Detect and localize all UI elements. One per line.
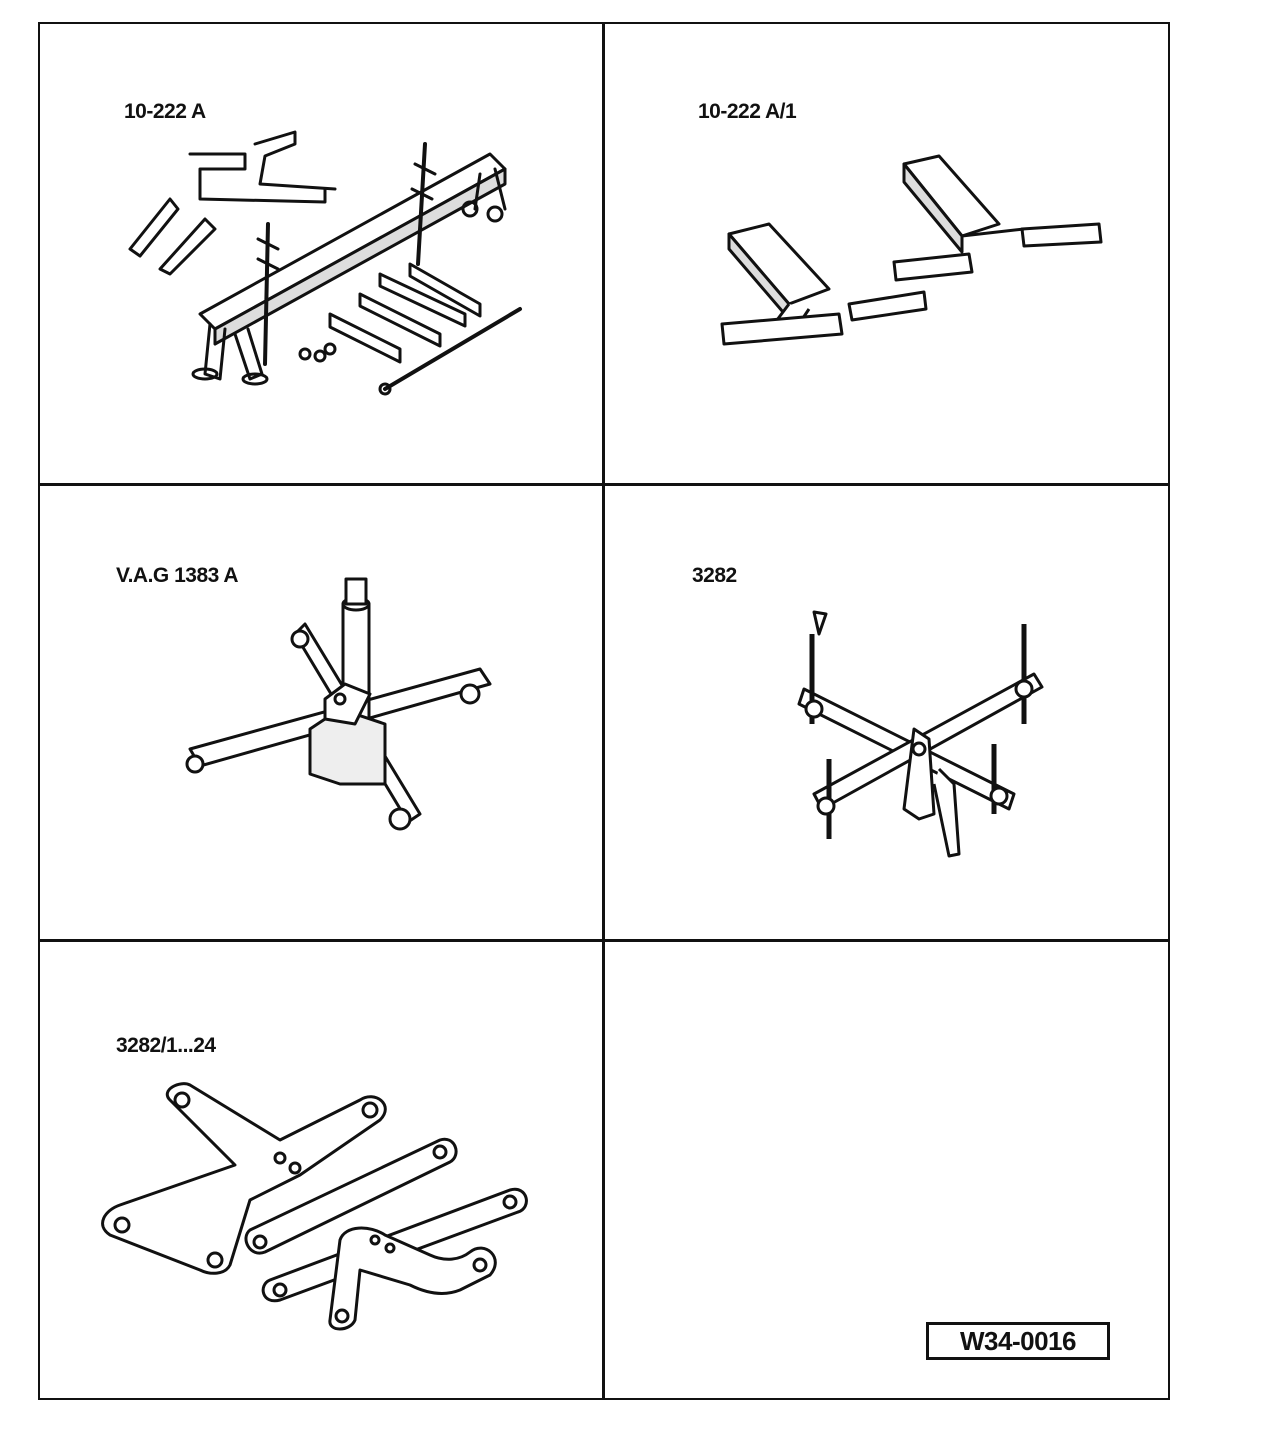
support-bracket-adapters-icon	[720, 154, 1103, 346]
tool-cell-3282: 3282	[604, 484, 1170, 940]
engine-transmission-jack-icon	[185, 577, 492, 831]
tool-figure-sheet: 10-222 A	[38, 22, 1170, 1400]
figure-code-badge: W34-0016	[926, 1322, 1110, 1360]
adjustment-plates-icon	[101, 1082, 528, 1331]
tool-cell-10-222-a-1: 10-222 A/1	[604, 24, 1170, 484]
tool-label: V.A.G 1383 A	[116, 564, 239, 587]
vertical-divider	[602, 24, 605, 1398]
tool-label: 3282	[692, 564, 737, 587]
tool-cell-10-222-a: 10-222 A	[40, 24, 604, 484]
horizontal-divider	[40, 939, 1168, 942]
transmission-support-fixture-icon	[797, 610, 1044, 858]
tool-cell-vag-1383-a: V.A.G 1383 A	[40, 484, 604, 940]
tool-label: 10-222 A/1	[698, 100, 797, 123]
engine-support-bridge-icon	[128, 130, 522, 396]
tool-label: 3282/1...24	[116, 1034, 216, 1057]
tool-cell-3282-1-24: 3282/1...24	[40, 940, 604, 1398]
horizontal-divider	[40, 483, 1168, 486]
tool-label: 10-222 A	[124, 100, 206, 123]
